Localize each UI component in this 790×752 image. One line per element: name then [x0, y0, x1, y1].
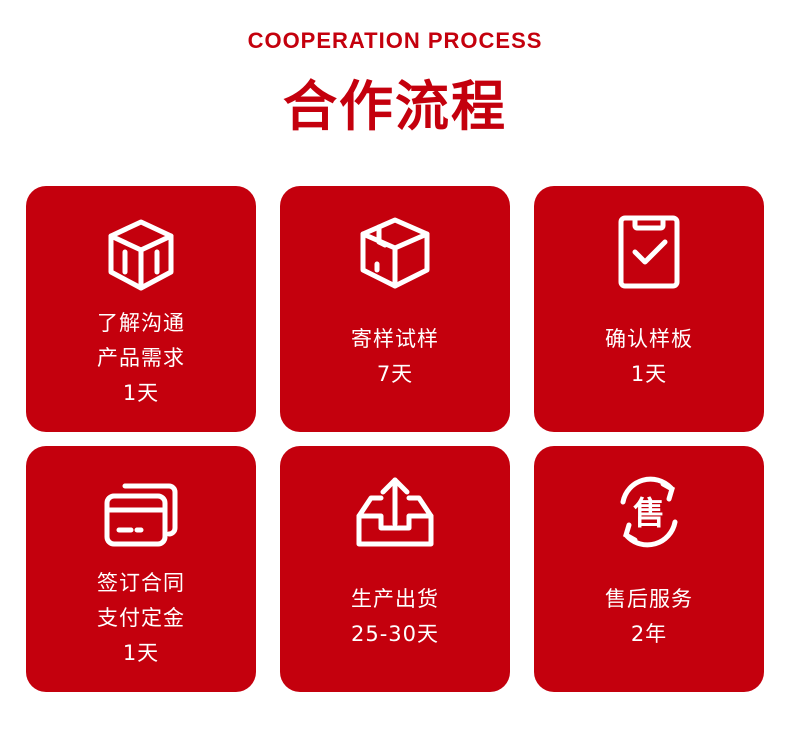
step-title: 了解沟通 [97, 311, 185, 335]
step-duration: 1天 [122, 381, 160, 405]
step-title: 寄样试样 [351, 327, 439, 351]
step-card-after-sales: 售 售后服务 2年 [534, 446, 764, 692]
step-title-2: 支付定金 [97, 606, 185, 630]
tray-upload-icon [355, 472, 435, 552]
clipboard-check-icon [609, 212, 689, 292]
step-title: 售后服务 [605, 587, 693, 611]
step-card-confirm: 确认样板 1天 [534, 186, 764, 432]
section-subtitle: COOPERATION PROCESS [247, 28, 543, 53]
step-duration: 25-30天 [350, 622, 440, 646]
step-duration: 7天 [376, 362, 414, 386]
step-title: 确认样板 [605, 327, 693, 351]
sealed-box-icon [355, 212, 435, 292]
step-title-2: 产品需求 [97, 346, 185, 370]
section-title: 合作流程 [283, 75, 507, 138]
step-duration: 1天 [122, 641, 160, 665]
step-card-production: 生产出货 25-30天 [280, 446, 510, 692]
step-duration: 2年 [630, 622, 668, 646]
after-sales-glyph: 售 [633, 494, 665, 532]
after-sales-service-icon: 售 [609, 472, 689, 552]
step-card-sample: 寄样试样 7天 [280, 186, 510, 432]
step-title: 生产出货 [351, 587, 439, 611]
credit-cards-icon [101, 474, 181, 554]
step-duration: 1天 [630, 362, 668, 386]
step-card-contract: 签订合同 支付定金 1天 [26, 446, 256, 692]
step-card-communicate: 了解沟通 产品需求 1天 [26, 186, 256, 432]
open-box-icon [101, 214, 181, 294]
step-title: 签订合同 [97, 571, 185, 595]
